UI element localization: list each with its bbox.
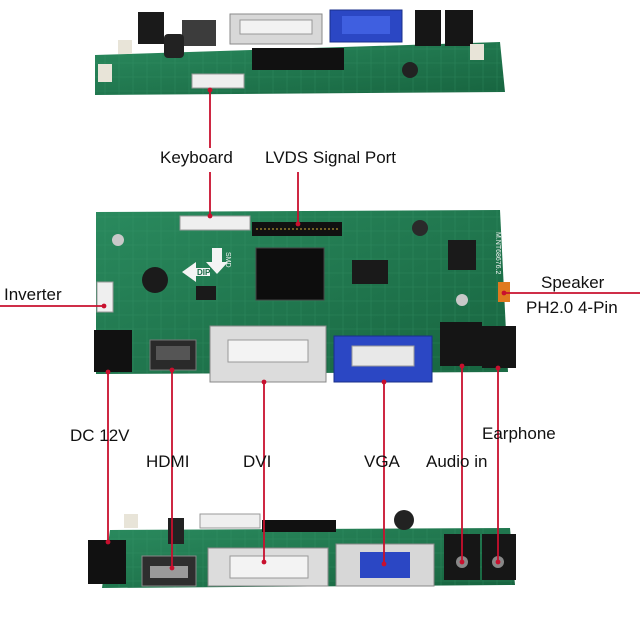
dip-marking: DIP (197, 268, 211, 277)
main-chip (255, 247, 325, 301)
leader-lines (0, 90, 640, 568)
label-speaker-spec: PH2.0 4-Pin (526, 298, 618, 317)
earphone-jack (482, 326, 516, 368)
top-board-view (95, 9, 505, 95)
label-keyboard: Keyboard (160, 148, 233, 167)
audio-in-jack (440, 322, 482, 366)
label-hdmi: HDMI (146, 452, 190, 471)
label-dc: DC 12V (70, 426, 130, 445)
label-inverter: Inverter (4, 285, 62, 304)
model-marking: M.NT68676.2 (494, 232, 501, 275)
label-audio-in: Audio in (426, 452, 488, 471)
dc-jack (94, 330, 132, 372)
label-speaker: Speaker (541, 273, 605, 292)
label-lvds: LVDS Signal Port (265, 148, 397, 167)
inverter-connector (96, 281, 114, 313)
dc-jack-front (88, 540, 126, 584)
keyboard-connector (179, 215, 251, 231)
label-earphone: Earphone (482, 424, 556, 443)
main-board-view: DIP SMD M.NT68676.2 (94, 210, 516, 383)
smd-marking: SMD (224, 252, 231, 268)
label-vga: VGA (364, 452, 400, 471)
label-dvi: DVI (243, 452, 272, 471)
bottom-board-view (88, 510, 516, 588)
